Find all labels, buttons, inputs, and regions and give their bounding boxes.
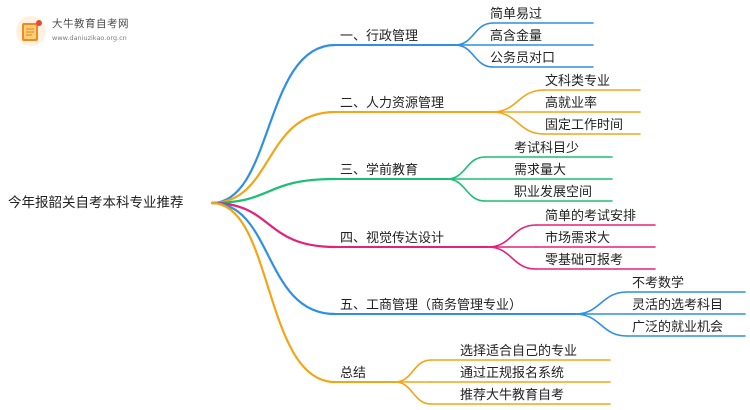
branch-gongshang-label: 五、工商管理（商务管理专业） bbox=[340, 298, 523, 313]
mindmap-edges bbox=[210, 22, 746, 405]
leaf-zongjie-1: 选择适合自己的专业 bbox=[460, 344, 578, 359]
leaf-edge-2-0 bbox=[446, 156, 486, 180]
leaf-edge-0-0 bbox=[454, 22, 494, 46]
branch-edge-1 bbox=[210, 110, 337, 205]
leaf-edge-1-2 bbox=[491, 111, 545, 135]
branch-edge-0 bbox=[210, 43, 337, 205]
leaf-gongshang-1: 不考数学 bbox=[632, 276, 685, 291]
leaf-renli-2: 高就业率 bbox=[545, 96, 598, 111]
leaf-edge-5-2 bbox=[394, 381, 432, 405]
leaf-gongshang-2: 灵活的选考科目 bbox=[632, 298, 724, 313]
leaf-edge-5-0 bbox=[394, 359, 432, 383]
site-logo[interactable]: 大牛教育自考网 www.daniuzikao.org.cn bbox=[14, 12, 164, 52]
branch-renli-label: 二、人力资源管理 bbox=[340, 96, 445, 111]
leaf-shijue-1: 简单的考试安排 bbox=[545, 209, 637, 224]
logo-url: www.daniuzikao.org.cn bbox=[52, 34, 127, 42]
leaf-shijue-3: 零基础可报考 bbox=[545, 253, 624, 268]
leaf-shijue-2: 市场需求大 bbox=[545, 231, 611, 246]
branch-zongjie-label: 总结 bbox=[340, 366, 367, 381]
leaf-edge-3-2 bbox=[487, 246, 537, 270]
branch-edge-4 bbox=[210, 201, 337, 316]
root-topic: 今年报韶关自考本科专业推荐 bbox=[8, 195, 184, 211]
leaf-renli-3: 固定工作时间 bbox=[545, 118, 624, 133]
leaf-xueqian-2: 需求量大 bbox=[514, 163, 567, 178]
leaf-renli-1: 文科类专业 bbox=[545, 74, 611, 89]
leaf-edge-4-0 bbox=[574, 291, 628, 315]
leaf-xueqian-3: 职业发展空间 bbox=[514, 185, 593, 200]
leaf-xingzheng-2: 高含金量 bbox=[490, 29, 543, 44]
leaf-edge-0-2 bbox=[454, 44, 494, 68]
leaf-xingzheng-1: 简单易过 bbox=[490, 7, 543, 22]
leaf-xueqian-1: 考试科目少 bbox=[514, 141, 580, 156]
leaf-zongjie-2: 通过正规报名系统 bbox=[460, 366, 565, 381]
leaf-xingzheng-3: 公务员对口 bbox=[490, 51, 556, 66]
branch-edge-3 bbox=[210, 201, 337, 249]
leaf-gongshang-3: 广泛的就业机会 bbox=[632, 320, 724, 335]
leaf-zongjie-3: 推荐大牛教育自考 bbox=[460, 388, 565, 403]
branch-edge-2 bbox=[210, 177, 337, 205]
leaf-edge-1-0 bbox=[491, 89, 545, 113]
book-icon bbox=[16, 16, 46, 46]
branch-xingzheng-label: 一、行政管理 bbox=[340, 29, 419, 44]
branch-shijue-label: 四、视觉传达设计 bbox=[340, 231, 445, 246]
leaf-edge-3-0 bbox=[487, 224, 537, 248]
leaf-edge-4-2 bbox=[574, 313, 628, 337]
branch-xueqian-label: 三、学前教育 bbox=[340, 163, 419, 178]
branch-edge-5 bbox=[210, 201, 337, 384]
leaf-edge-2-2 bbox=[446, 178, 486, 202]
logo-title: 大牛教育自考网 bbox=[52, 18, 129, 30]
